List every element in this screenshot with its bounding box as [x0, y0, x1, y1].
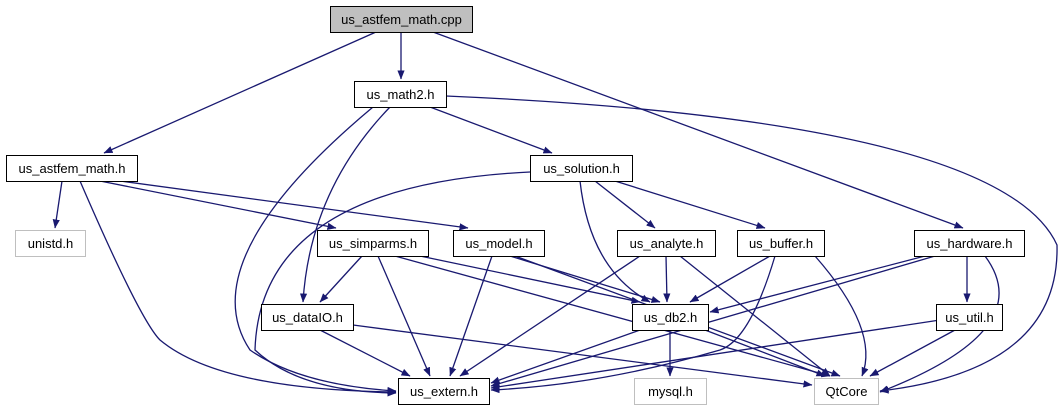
node-box-simparms [317, 230, 429, 257]
node-dataio[interactable]: us_dataIO.h [261, 304, 354, 331]
node-label-hardware: us_hardware.h [927, 236, 1013, 251]
edge-analyte-to-qtcore [679, 255, 831, 377]
node-label-extern: us_extern.h [410, 384, 478, 399]
edge-astfem_h-to-extern [79, 180, 397, 396]
node-box-dataio [261, 304, 354, 331]
node-label-solution: us_solution.h [543, 161, 620, 176]
edge-analyte-to-db2 [663, 255, 671, 303]
edge-db2-to-extern [490, 329, 641, 384]
edge-root-to-astfem_h [103, 31, 377, 154]
edge-buffer-to-db2 [689, 255, 771, 303]
edge-root-to-hardware [432, 31, 964, 229]
edge-hardware-to-extern [490, 255, 936, 388]
edge-astfem_h-to-model [119, 180, 469, 231]
file-nodes: us_astfem_math.cpp us_math2.h us_astfem_ma… [6, 6, 1025, 405]
edge-buffer-to-qtcore [814, 255, 869, 377]
node-label-astfem_h: us_astfem_math.h [19, 161, 126, 176]
node-box-buffer [737, 230, 825, 257]
node-box-unistd [15, 230, 86, 257]
node-box-extern [398, 378, 490, 405]
edge-astfem_h-to-unistd [52, 180, 63, 229]
edge-math2-to-qtcore [445, 95, 1058, 394]
edge-model-to-extern [449, 255, 493, 377]
node-label-unistd: unistd.h [28, 236, 74, 251]
edge-simparms-to-db2 [419, 255, 641, 304]
edge-math2-to-extern [234, 106, 397, 395]
dependency-edges [52, 31, 1058, 397]
node-box-solution [530, 155, 633, 182]
node-label-qtcore: QtCore [826, 384, 868, 399]
edge-util-to-extern [490, 319, 941, 391]
node-db2[interactable]: us_db2.h [632, 304, 709, 331]
node-box-analyte [617, 230, 716, 257]
edge-dataio-to-extern [319, 329, 411, 377]
edge-solution-to-db2 [579, 180, 651, 303]
node-solution[interactable]: us_solution.h [530, 155, 633, 182]
node-box-model [453, 230, 545, 257]
node-label-buffer: us_buffer.h [749, 236, 813, 251]
node-simparms[interactable]: us_simparms.h [317, 230, 429, 257]
node-box-mysql [634, 378, 707, 405]
node-unistd: unistd.h [15, 230, 86, 257]
node-qtcore: QtCore [814, 378, 879, 405]
node-box-qtcore [814, 378, 879, 405]
node-box-hardware [914, 230, 1025, 257]
node-label-simparms: us_simparms.h [329, 236, 417, 251]
node-label-dataio: us_dataIO.h [272, 310, 343, 325]
node-box-math2 [354, 81, 447, 108]
edge-astfem_h-to-simparms [99, 180, 337, 230]
edge-util-to-qtcore [869, 329, 956, 377]
edge-analyte-to-extern [459, 255, 641, 377]
edge-solution-to-buffer [614, 180, 766, 229]
node-analyte[interactable]: us_analyte.h [617, 230, 716, 257]
node-root[interactable]: us_astfem_math.cpp [330, 6, 473, 33]
node-hardware[interactable]: us_hardware.h [914, 230, 1025, 257]
node-label-model: us_model.h [465, 236, 532, 251]
node-label-root: us_astfem_math.cpp [341, 12, 462, 27]
node-box-util [936, 304, 1003, 331]
node-label-db2: us_db2.h [644, 310, 698, 325]
node-box-astfem_h [6, 155, 138, 182]
edge-simparms-to-extern [377, 255, 431, 377]
node-box-root [330, 6, 473, 33]
edge-dataio-to-qtcore [352, 324, 813, 388]
node-extern[interactable]: us_extern.h [398, 378, 490, 405]
node-label-math2: us_math2.h [367, 87, 435, 102]
edge-hardware-to-db2 [709, 255, 926, 314]
node-astfem_h[interactable]: us_astfem_math.h [6, 155, 138, 182]
node-mysql: mysql.h [634, 378, 707, 405]
edge-solution-to-analyte [594, 180, 656, 229]
edge-math2-to-dataio [299, 106, 391, 303]
node-label-util: us_util.h [945, 310, 993, 325]
node-label-mysql: mysql.h [648, 384, 693, 399]
node-math2[interactable]: us_math2.h [354, 81, 447, 108]
node-util[interactable]: us_util.h [936, 304, 1003, 331]
edge-simparms-to-qtcore [394, 255, 831, 378]
node-label-analyte: us_analyte.h [630, 236, 704, 251]
edge-math2-to-solution [429, 106, 553, 154]
edge-solution-to-extern [254, 171, 531, 397]
node-model[interactable]: us_model.h [453, 230, 545, 257]
edge-db2-to-qtcore [704, 329, 826, 377]
edge-simparms-to-dataio [319, 255, 363, 303]
node-box-db2 [632, 304, 709, 331]
node-buffer[interactable]: us_buffer.h [737, 230, 825, 257]
